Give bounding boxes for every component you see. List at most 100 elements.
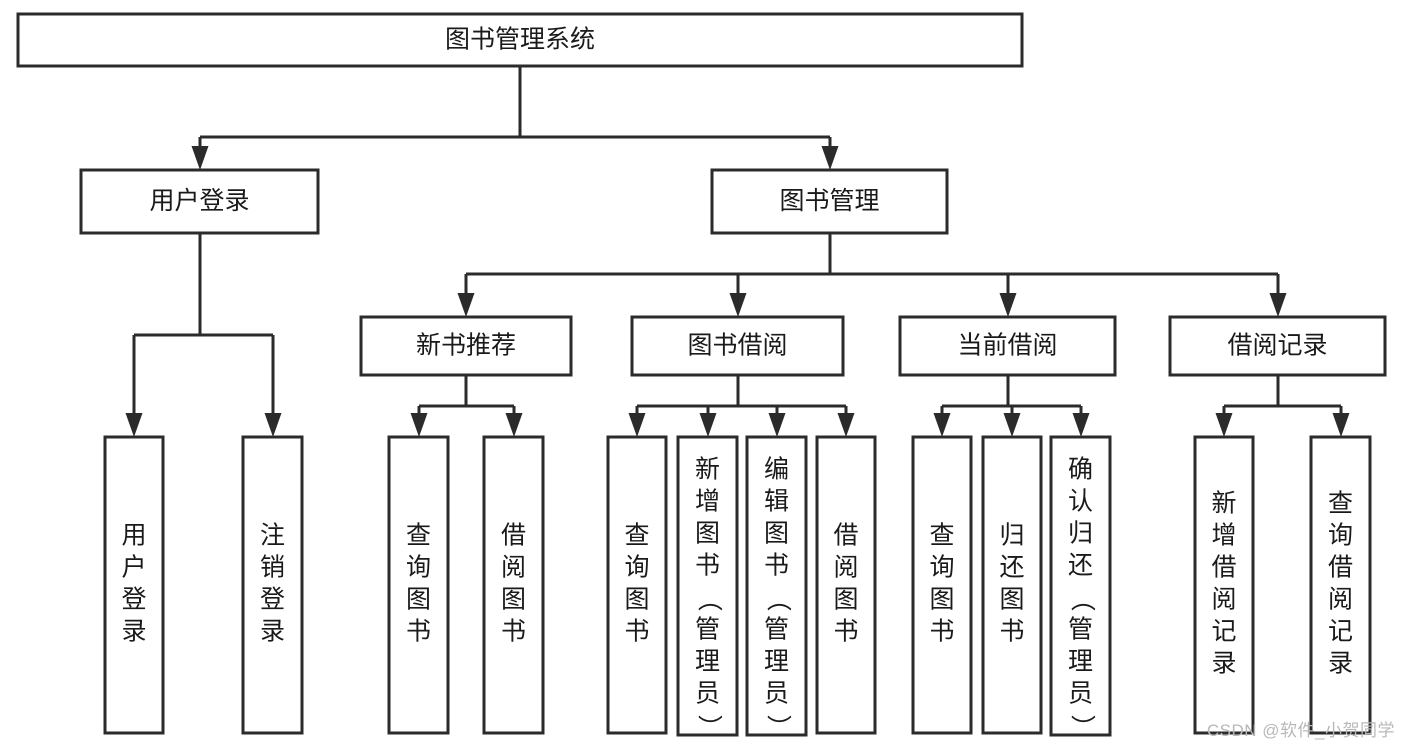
node-label-char: 理 (695, 648, 720, 676)
node-label-char: 询 (406, 554, 431, 582)
arrow-head-icon (1215, 413, 1233, 437)
node-label-char: 登 (260, 586, 285, 614)
node-label-char: 管 (695, 616, 720, 644)
node-label-char: 查 (624, 522, 649, 550)
node-box-leaf-return-book (981, 435, 1043, 735)
arrow-head-icon (821, 146, 839, 170)
arrow-head-icon (1332, 413, 1350, 437)
edge-group-root (191, 66, 839, 170)
node-book-borrow[interactable]: 图书借阅 (630, 315, 845, 377)
node-label-char: 登 (121, 586, 146, 614)
node-box-leaf-user-login (103, 435, 165, 735)
node-label-char: 确 (1068, 456, 1093, 484)
arrow-head-icon (768, 413, 786, 437)
arrow-head-icon (729, 293, 747, 317)
node-label-char: 新 (1211, 490, 1236, 518)
node-label-char: 书 (624, 618, 649, 646)
node-label-char: 图 (999, 586, 1024, 614)
arrow-head-icon (1072, 413, 1090, 437)
node-box-leaf-borrow-book-rec (482, 435, 545, 735)
node-label-char: 员 (1068, 680, 1093, 708)
node-label-char: 图 (695, 520, 720, 548)
node-label-book-manage: 图书管理 (779, 187, 879, 215)
node-new-book-rec[interactable]: 新书推荐 (359, 315, 573, 377)
node-current-borrow[interactable]: 当前借阅 (898, 315, 1117, 377)
node-label-char: 书 (833, 618, 858, 646)
node-label-char: 员 (764, 680, 789, 708)
node-label-char: ） (695, 714, 723, 739)
node-label-char: 录 (260, 618, 285, 646)
arrow-head-icon (999, 293, 1017, 317)
node-box-leaf-confirm-return-admin (1049, 435, 1112, 737)
edge-group-borrow-record (1215, 375, 1350, 437)
node-book-manage[interactable]: 图书管理 (710, 168, 949, 235)
node-label-char: 图 (406, 586, 431, 614)
edge-group-current-borrow (933, 375, 1090, 437)
node-label-char: 图 (624, 586, 649, 614)
edge-group-book-manage (457, 233, 1287, 317)
node-label-char: 注 (260, 522, 285, 550)
node-label-char: 图 (501, 586, 526, 614)
node-box-leaf-add-book-admin (676, 435, 739, 737)
node-label-char: 书 (764, 552, 789, 580)
node-label-char: 阅 (833, 554, 858, 582)
edge-group-book-borrow (628, 375, 855, 437)
node-user-login[interactable]: 用户登录 (79, 168, 320, 235)
node-label-char: （ (1068, 586, 1096, 611)
node-label-char: 书 (999, 618, 1024, 646)
node-label-char: 编 (764, 456, 789, 484)
node-box-leaf-borrow-book-bw (815, 435, 877, 735)
node-label-char: 还 (1068, 552, 1093, 580)
node-box-leaf-add-record (1193, 435, 1255, 735)
node-label-char: 辑 (764, 488, 789, 516)
node-label-char: 用 (121, 522, 146, 550)
node-box-new-book-rec (359, 315, 573, 377)
arrow-head-icon (125, 413, 143, 437)
node-label-char: 阅 (1211, 586, 1236, 614)
node-label-char: 记 (1211, 618, 1236, 646)
node-label-char: 图 (833, 586, 858, 614)
nodes-layer: 图书管理系统用户登录图书管理新书推荐图书借阅当前借阅借阅记录用户登录注销登录查询… (16, 12, 1387, 740)
node-box-leaf-logout (241, 435, 304, 735)
node-label-char: 销 (260, 554, 285, 582)
node-leaf-user-login[interactable]: 用户登录 (103, 435, 165, 735)
node-label-char: 借 (1211, 554, 1236, 582)
node-label-char: 录 (121, 618, 146, 646)
node-label-root: 图书管理系统 (445, 26, 595, 54)
node-label-user-login: 用户登录 (149, 187, 249, 215)
node-borrow-record[interactable]: 借阅记录 (1168, 315, 1387, 377)
node-box-user-login (79, 168, 320, 235)
node-box-borrow-record (1168, 315, 1387, 377)
node-label-char: 新 (695, 456, 720, 484)
arrow-head-icon (837, 413, 855, 437)
edge-group-user-login (125, 233, 282, 437)
node-label-new-book-rec: 新书推荐 (416, 332, 516, 360)
node-label-char: 借 (1328, 554, 1353, 582)
node-label-char: 书 (695, 552, 720, 580)
node-label-char: （ (764, 586, 792, 611)
node-label-borrow-record: 借阅记录 (1227, 332, 1327, 360)
arrow-head-icon (699, 413, 717, 437)
arrow-head-icon (505, 413, 523, 437)
node-label-char: 借 (501, 522, 526, 550)
arrow-head-icon (1269, 293, 1287, 317)
node-label-char: 增 (1211, 522, 1236, 550)
node-root[interactable]: 图书管理系统 (16, 12, 1024, 68)
node-label-char: 增 (695, 488, 720, 516)
node-label-char: 图 (764, 520, 789, 548)
node-label-char: 阅 (501, 554, 526, 582)
node-label-char: （ (695, 586, 723, 611)
node-label-char: 归 (999, 522, 1024, 550)
